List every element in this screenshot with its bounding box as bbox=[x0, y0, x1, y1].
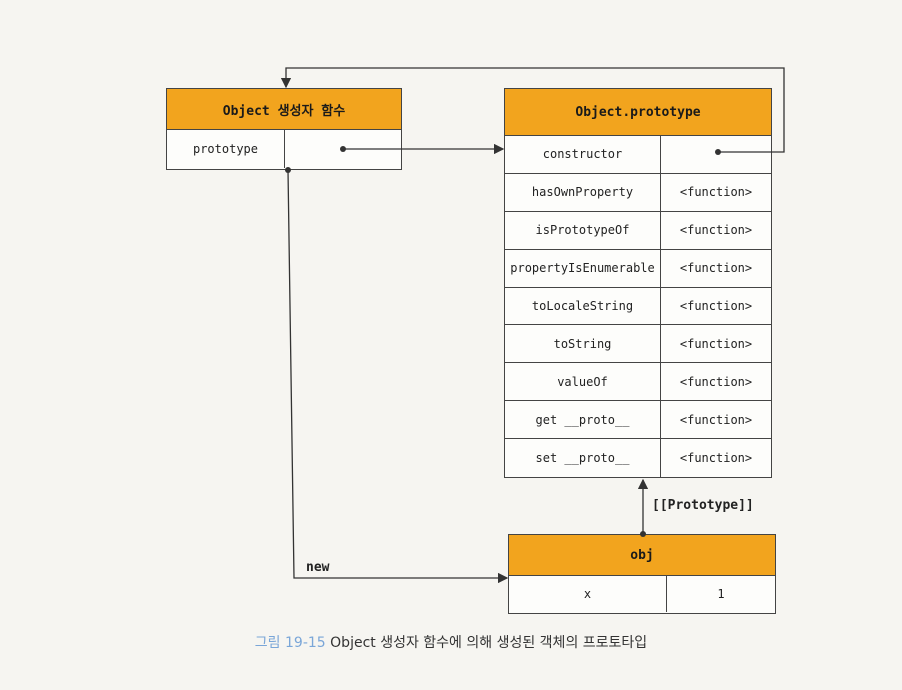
prototype-row: hasOwnProperty <function> bbox=[505, 173, 771, 212]
obj-title: obj bbox=[509, 535, 775, 576]
constructor-arrow bbox=[280, 67, 785, 153]
obj-row: x 1 bbox=[509, 576, 775, 612]
prototype-row: valueOf <function> bbox=[505, 363, 771, 402]
prototype-row-value: <function> bbox=[679, 412, 753, 427]
prototype-row: set __proto__ <function> bbox=[505, 439, 771, 478]
prototype-row: toLocaleString <function> bbox=[505, 287, 771, 326]
prototype-row-key: toLocaleString bbox=[505, 287, 661, 325]
obj-box: obj x 1 bbox=[508, 534, 776, 614]
prototype-row: constructor bbox=[505, 136, 771, 174]
obj-key: x bbox=[509, 576, 667, 612]
prototype-row-value: <function> bbox=[679, 299, 753, 313]
prototype-row-key: constructor bbox=[505, 136, 661, 173]
obj-value: 1 bbox=[717, 587, 725, 601]
prototype-key: prototype bbox=[167, 130, 285, 168]
prototype-row-key: toString bbox=[505, 325, 661, 363]
prototype-row-key: set __proto__ bbox=[505, 439, 661, 478]
caption-text: Object 생성자 함수에 의해 생성된 객체의 프로토타입 bbox=[330, 635, 648, 651]
prototype-row-key: valueOf bbox=[505, 363, 661, 401]
prototype-row: toString <function> bbox=[505, 325, 771, 364]
prototype-row: propertyIsEnumerable <function> bbox=[505, 249, 771, 288]
caption-number: 그림 19-15 bbox=[254, 635, 326, 651]
prototype-row-value: <function> bbox=[679, 374, 753, 389]
prototype-row: isPrototypeOf <function> bbox=[505, 211, 771, 250]
new-arrow bbox=[287, 169, 509, 584]
prototype-row-key: isPrototypeOf bbox=[505, 211, 661, 249]
prototype-row-value: <function> bbox=[679, 185, 753, 200]
prototype-row-value: <function> bbox=[679, 336, 753, 351]
prototype-row-value: <function> bbox=[679, 261, 753, 276]
new-label: new bbox=[306, 560, 330, 575]
object-constructor-box: Object 생성자 함수 prototype bbox=[166, 88, 402, 170]
object-prototype-title: Object.prototype bbox=[505, 89, 771, 136]
figure-caption: 그림 19-15 Object 생성자 함수에 의해 생성된 객체의 프로토타입 bbox=[0, 632, 902, 652]
prototype-row-key: hasOwnProperty bbox=[505, 173, 661, 211]
prototype-link-label: [[Prototype]] bbox=[652, 498, 754, 513]
prototype-row-key: get __proto__ bbox=[505, 401, 661, 439]
prototype-row-value: <function> bbox=[679, 223, 753, 238]
prototype-row-value: <function> bbox=[679, 451, 753, 466]
object-constructor-title: Object 생성자 함수 bbox=[167, 89, 401, 130]
constructor-box-row: prototype bbox=[167, 130, 401, 168]
prototype-row-key: propertyIsEnumerable bbox=[505, 249, 661, 287]
prototype-row: get __proto__ <function> bbox=[505, 401, 771, 440]
